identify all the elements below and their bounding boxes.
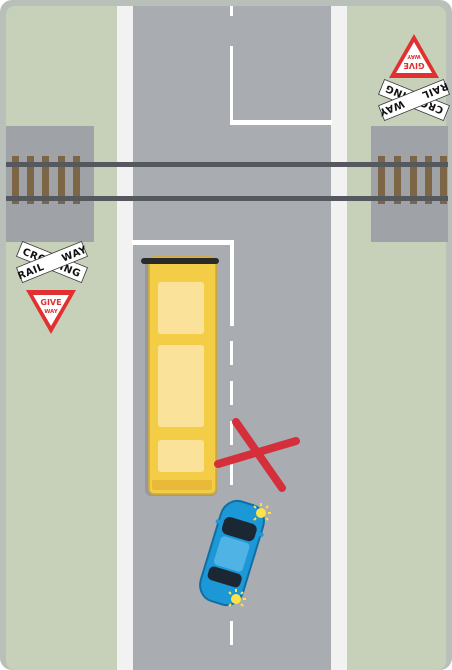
road-edge-left bbox=[117, 6, 133, 670]
bus-roof-window bbox=[158, 440, 204, 472]
give-way-way-text: WAY bbox=[406, 53, 421, 59]
bus-icon bbox=[141, 257, 219, 496]
give-way-give-text: GIVE bbox=[40, 298, 61, 307]
stop-line-top bbox=[230, 120, 332, 125]
rail-panel-left bbox=[6, 126, 94, 242]
bus-roof-window bbox=[158, 345, 204, 427]
centre-line-dash bbox=[230, 46, 233, 124]
bus-mirror-bar bbox=[141, 258, 219, 264]
stop-line-bottom bbox=[132, 240, 234, 245]
give-way-give-text: GIVE bbox=[403, 61, 424, 70]
give-way-way-text: WAY bbox=[44, 309, 59, 315]
bus-roof-window bbox=[158, 282, 204, 334]
centre-line-dash bbox=[230, 6, 233, 16]
rail-line-bottom bbox=[6, 196, 448, 201]
rail-line-top bbox=[6, 162, 448, 167]
road-edge-right bbox=[331, 6, 347, 670]
centre-line-solid bbox=[230, 240, 234, 326]
